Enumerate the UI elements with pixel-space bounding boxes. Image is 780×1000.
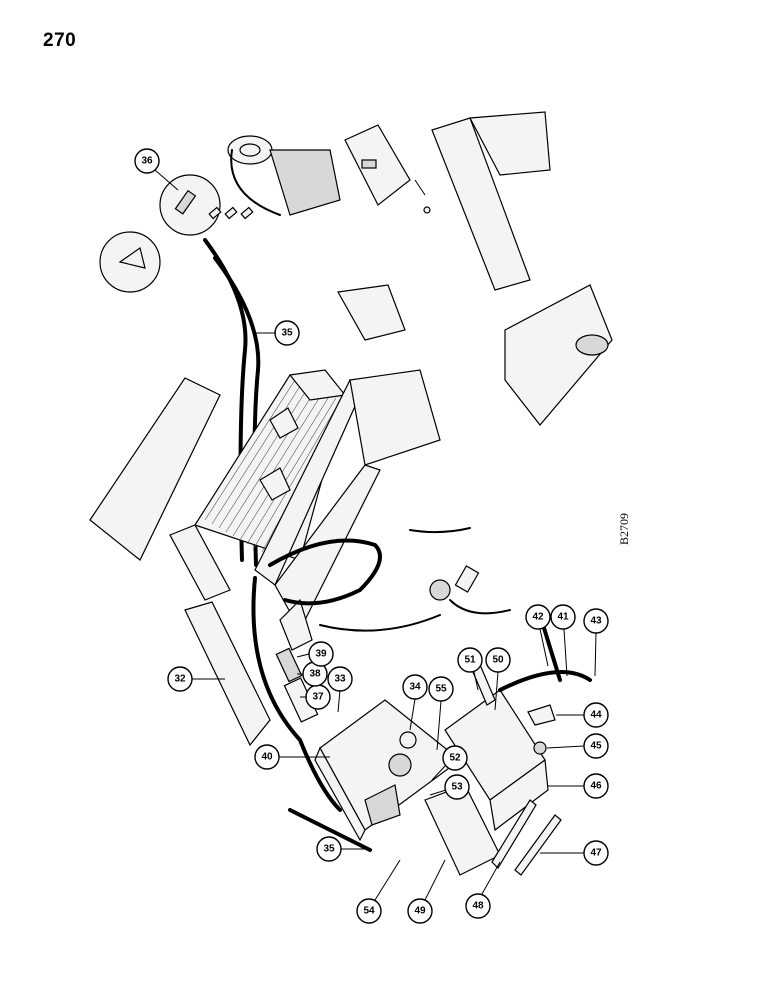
hose-assembly-lower bbox=[251, 538, 382, 852]
svg-text:35: 35 bbox=[323, 844, 335, 855]
callout-53: 53 bbox=[429, 774, 470, 800]
svg-text:44: 44 bbox=[590, 710, 602, 721]
fittings-row bbox=[208, 206, 254, 220]
clip-44 bbox=[527, 704, 556, 726]
mounting-bracket-plate bbox=[344, 124, 411, 206]
svg-text:46: 46 bbox=[590, 781, 602, 792]
side-duct-panel bbox=[504, 284, 613, 426]
callout-35-bottom: 35 bbox=[316, 836, 365, 862]
svg-text:43: 43 bbox=[590, 616, 602, 627]
blower-housing bbox=[314, 699, 461, 842]
svg-text:34: 34 bbox=[409, 682, 421, 693]
svg-text:52: 52 bbox=[449, 753, 461, 764]
callout-33: 33 bbox=[327, 666, 353, 713]
page-number: 270 bbox=[43, 30, 77, 51]
callout-36: 36 bbox=[134, 148, 179, 191]
svg-text:55: 55 bbox=[435, 684, 447, 695]
small-bolt bbox=[414, 179, 431, 214]
thermostat-switch bbox=[319, 527, 511, 632]
svg-text:38: 38 bbox=[309, 669, 321, 680]
blower-box-right bbox=[444, 689, 549, 832]
core-housing-channel bbox=[254, 369, 441, 651]
callout-50: 50 bbox=[485, 647, 511, 711]
callout-47: 47 bbox=[540, 840, 609, 866]
callout-32: 32 bbox=[167, 666, 225, 692]
callout-45: 45 bbox=[546, 733, 609, 759]
svg-text:50: 50 bbox=[492, 655, 504, 666]
svg-text:51: 51 bbox=[464, 655, 476, 666]
callout-46: 46 bbox=[548, 773, 609, 799]
svg-text:45: 45 bbox=[590, 741, 602, 752]
svg-text:47: 47 bbox=[590, 848, 602, 859]
callout-39: 39 bbox=[296, 641, 334, 667]
callout-48: 48 bbox=[465, 861, 501, 919]
callout-54: 54 bbox=[356, 859, 401, 924]
svg-text:33: 33 bbox=[334, 674, 346, 685]
callout-43: 43 bbox=[583, 608, 609, 677]
small-cover-plate bbox=[337, 284, 406, 341]
control-valve-parts bbox=[275, 647, 319, 723]
callout-49: 49 bbox=[407, 859, 446, 924]
callout-42: 42 bbox=[525, 604, 551, 667]
svg-text:54: 54 bbox=[363, 906, 375, 917]
callout-55: 55 bbox=[428, 676, 454, 751]
grommet-45 bbox=[533, 741, 547, 755]
svg-text:53: 53 bbox=[451, 782, 463, 793]
svg-text:32: 32 bbox=[174, 674, 186, 685]
svg-text:49: 49 bbox=[414, 906, 426, 917]
drawing-code: B2709 bbox=[617, 513, 631, 545]
callout-44: 44 bbox=[556, 702, 609, 728]
callout-41: 41 bbox=[550, 604, 576, 677]
motor-pulley-assembly bbox=[227, 135, 341, 216]
callout-51: 51 bbox=[457, 647, 483, 691]
side-bracket-plate bbox=[169, 524, 231, 601]
callout-40: 40 bbox=[254, 744, 330, 770]
svg-text:36: 36 bbox=[141, 156, 153, 167]
angle-trim-long bbox=[431, 111, 551, 291]
svg-text:35: 35 bbox=[281, 328, 293, 339]
strip-parts bbox=[469, 659, 562, 876]
bracket-detail-circle bbox=[99, 231, 161, 293]
long-side-panel bbox=[184, 601, 271, 747]
svg-text:39: 39 bbox=[315, 649, 327, 660]
svg-text:42: 42 bbox=[532, 612, 544, 623]
callout-52: 52 bbox=[431, 745, 468, 781]
callout-34: 34 bbox=[402, 674, 428, 731]
fitting-detail-circle bbox=[159, 174, 221, 236]
svg-text:41: 41 bbox=[557, 612, 569, 623]
svg-text:40: 40 bbox=[261, 752, 273, 763]
cooling-fins bbox=[204, 379, 344, 553]
svg-text:48: 48 bbox=[472, 901, 484, 912]
svg-text:37: 37 bbox=[312, 692, 324, 703]
callout-35-top: 35 bbox=[255, 320, 300, 346]
large-top-cover-panel bbox=[89, 377, 221, 561]
